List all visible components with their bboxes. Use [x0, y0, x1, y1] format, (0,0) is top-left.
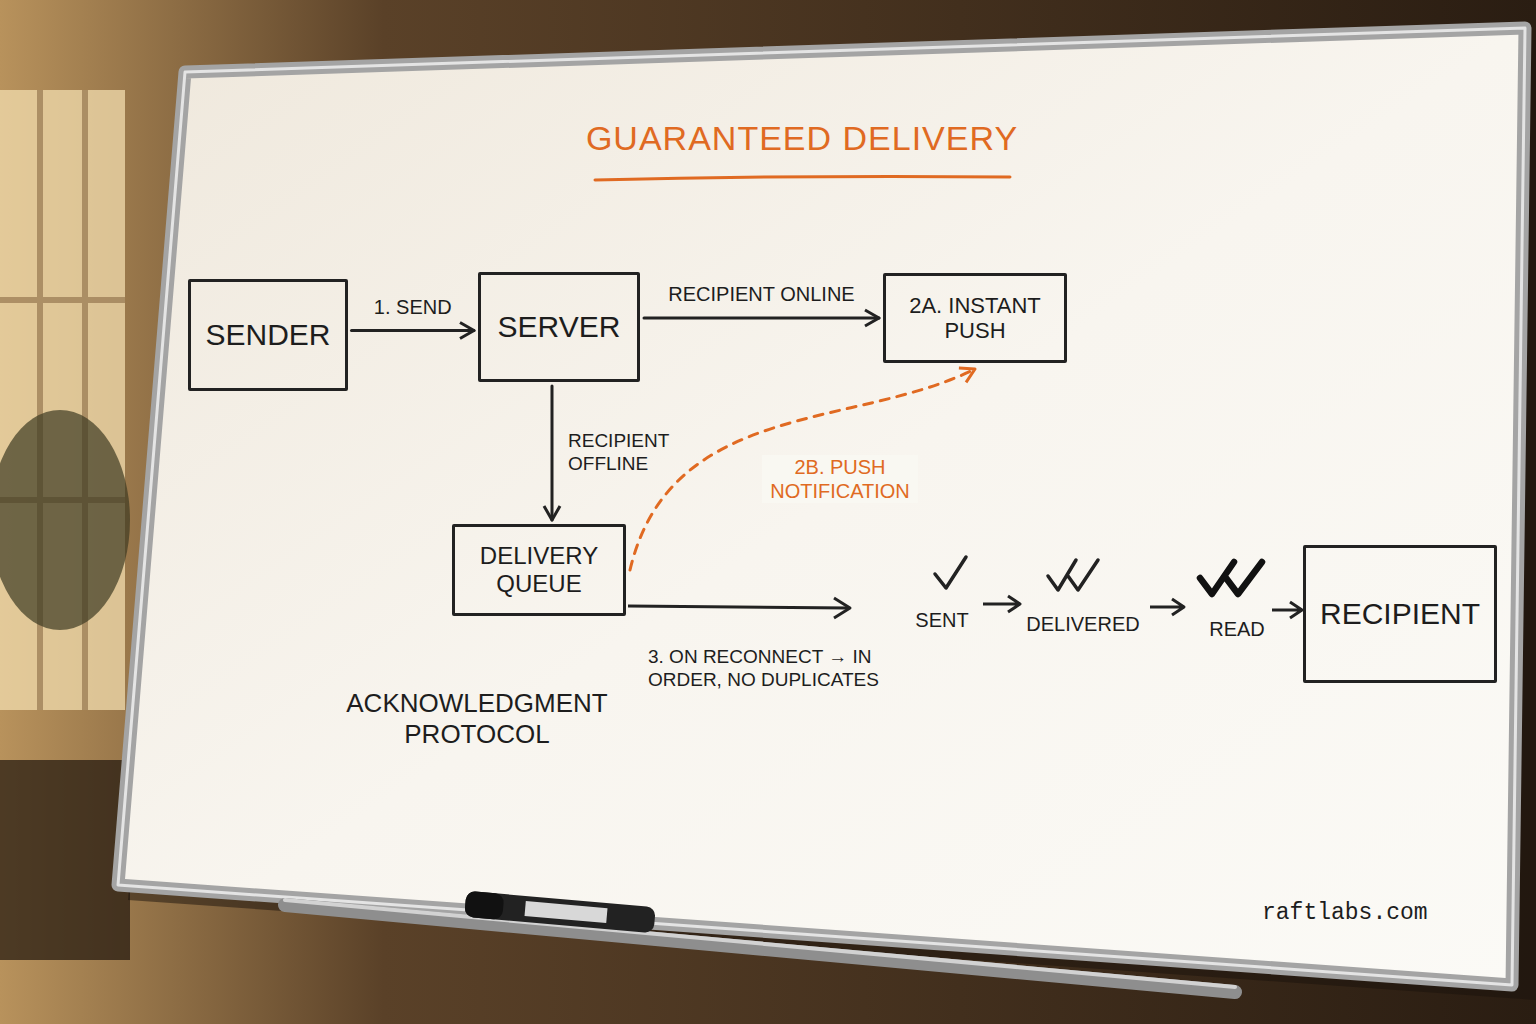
reconnect-arrow-line	[628, 606, 848, 608]
board-frame	[118, 28, 1525, 985]
marker-label	[525, 901, 608, 923]
instant-push-box: 2A. INSTANT PUSH	[883, 273, 1067, 363]
status-arrow	[1150, 599, 1184, 615]
reconnect-arrow-head	[834, 598, 850, 618]
node-text: SERVER	[498, 310, 621, 345]
status-label: READ	[1209, 617, 1265, 641]
protocol-note: ACKNOWLEDGMENT PROTOCOL	[337, 688, 617, 750]
connector-arrow	[352, 329, 474, 332]
furniture	[0, 760, 130, 960]
edge-label: RECIPIENT ONLINE	[668, 282, 854, 306]
status-label: SENT	[915, 608, 968, 632]
watermark: raftlabs.com	[1262, 900, 1428, 928]
connector-arrow	[551, 386, 554, 520]
reconnect-note: 3. ON RECONNECT → IN ORDER, NO DUPLICATE…	[648, 646, 918, 692]
status-arrow	[983, 596, 1020, 612]
double-check-mark	[1048, 560, 1098, 590]
node-text: DELIVERY QUEUE	[469, 542, 609, 597]
edge-label: RECIPIENT OFFLINE	[568, 430, 686, 476]
board-surface	[118, 28, 1525, 985]
dashed-connector	[630, 369, 975, 570]
marker-body	[464, 891, 656, 933]
edge-label: 1. SEND	[374, 295, 452, 319]
server-box: SERVER	[478, 272, 640, 382]
status-arrow	[1272, 602, 1302, 618]
marker-tray-edge	[285, 900, 1235, 987]
title-underline	[595, 176, 1010, 180]
plant	[0, 410, 130, 630]
status-label: DELIVERED	[1026, 612, 1139, 636]
diagram-title: GUARANTEED DELIVERY	[586, 118, 1018, 159]
marker-cap	[464, 891, 504, 920]
board-frame-highlight	[118, 28, 1525, 985]
edge-label: 2B. PUSH NOTIFICATION	[762, 455, 918, 503]
node-text: 2A. INSTANT PUSH	[900, 293, 1050, 344]
marker-pen	[464, 891, 656, 933]
check-mark	[935, 557, 966, 588]
node-text: SENDER	[205, 318, 330, 353]
bold-double-check-mark	[1200, 562, 1262, 594]
delivery-queue-box: DELIVERY QUEUE	[452, 524, 626, 616]
sender-box: SENDER	[188, 279, 347, 391]
recipient-box: RECIPIENT	[1303, 545, 1497, 683]
node-text: RECIPIENT	[1320, 597, 1480, 632]
connector-arrow	[644, 317, 879, 320]
marker-tray	[285, 905, 1235, 992]
